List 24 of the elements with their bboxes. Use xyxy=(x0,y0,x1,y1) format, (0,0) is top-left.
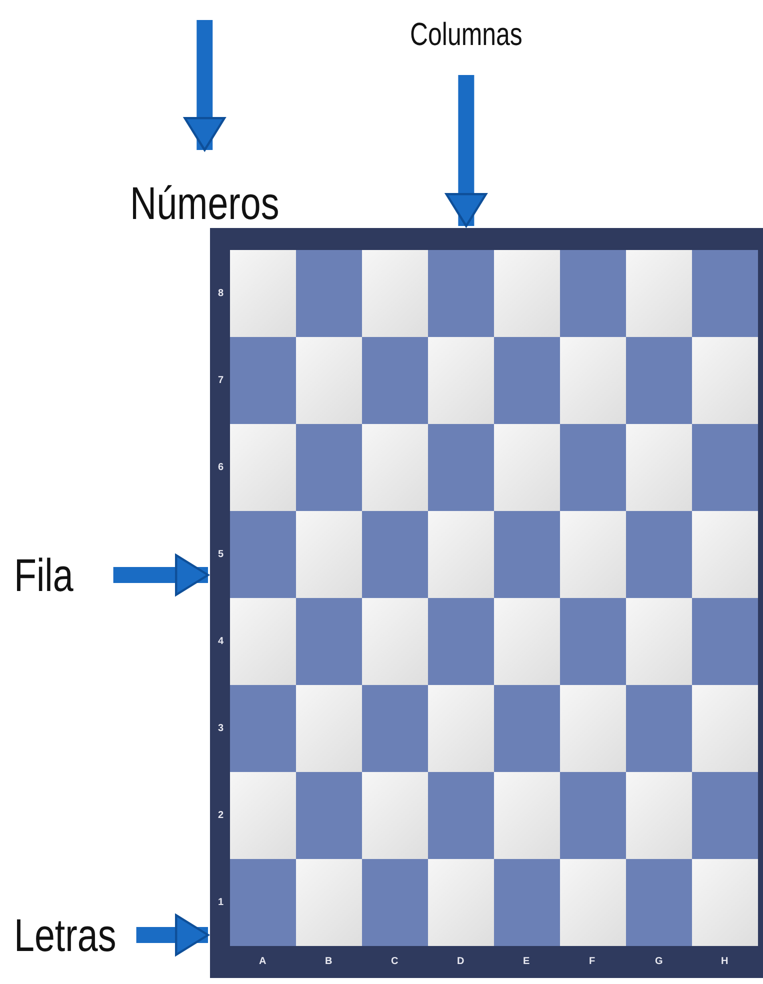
arrow xyxy=(113,554,210,596)
file-letter: H xyxy=(721,957,728,967)
rank-number: 1 xyxy=(218,898,224,908)
file-letter: A xyxy=(259,957,266,967)
rank-number: 5 xyxy=(218,550,224,560)
arrow-caption: Columnas xyxy=(410,18,522,50)
rank-number: 3 xyxy=(218,724,224,734)
arrow xyxy=(445,75,488,228)
arrow xyxy=(184,20,226,152)
arrow-caption: Letras xyxy=(14,912,116,958)
arrow-caption: Fila xyxy=(14,552,74,598)
rank-number: 6 xyxy=(218,462,224,472)
file-letter: D xyxy=(457,957,464,967)
file-letter: C xyxy=(391,957,398,967)
rank-number: 2 xyxy=(218,810,224,820)
rank-number: 8 xyxy=(218,288,224,298)
arrow-caption: Números xyxy=(130,180,280,226)
arrow xyxy=(136,914,210,956)
rank-number: 7 xyxy=(218,376,224,386)
rank-number: 4 xyxy=(218,636,224,646)
file-letter: G xyxy=(655,957,663,967)
file-letter: F xyxy=(589,957,596,967)
file-letter: E xyxy=(523,957,530,967)
file-letter: B xyxy=(325,957,332,967)
